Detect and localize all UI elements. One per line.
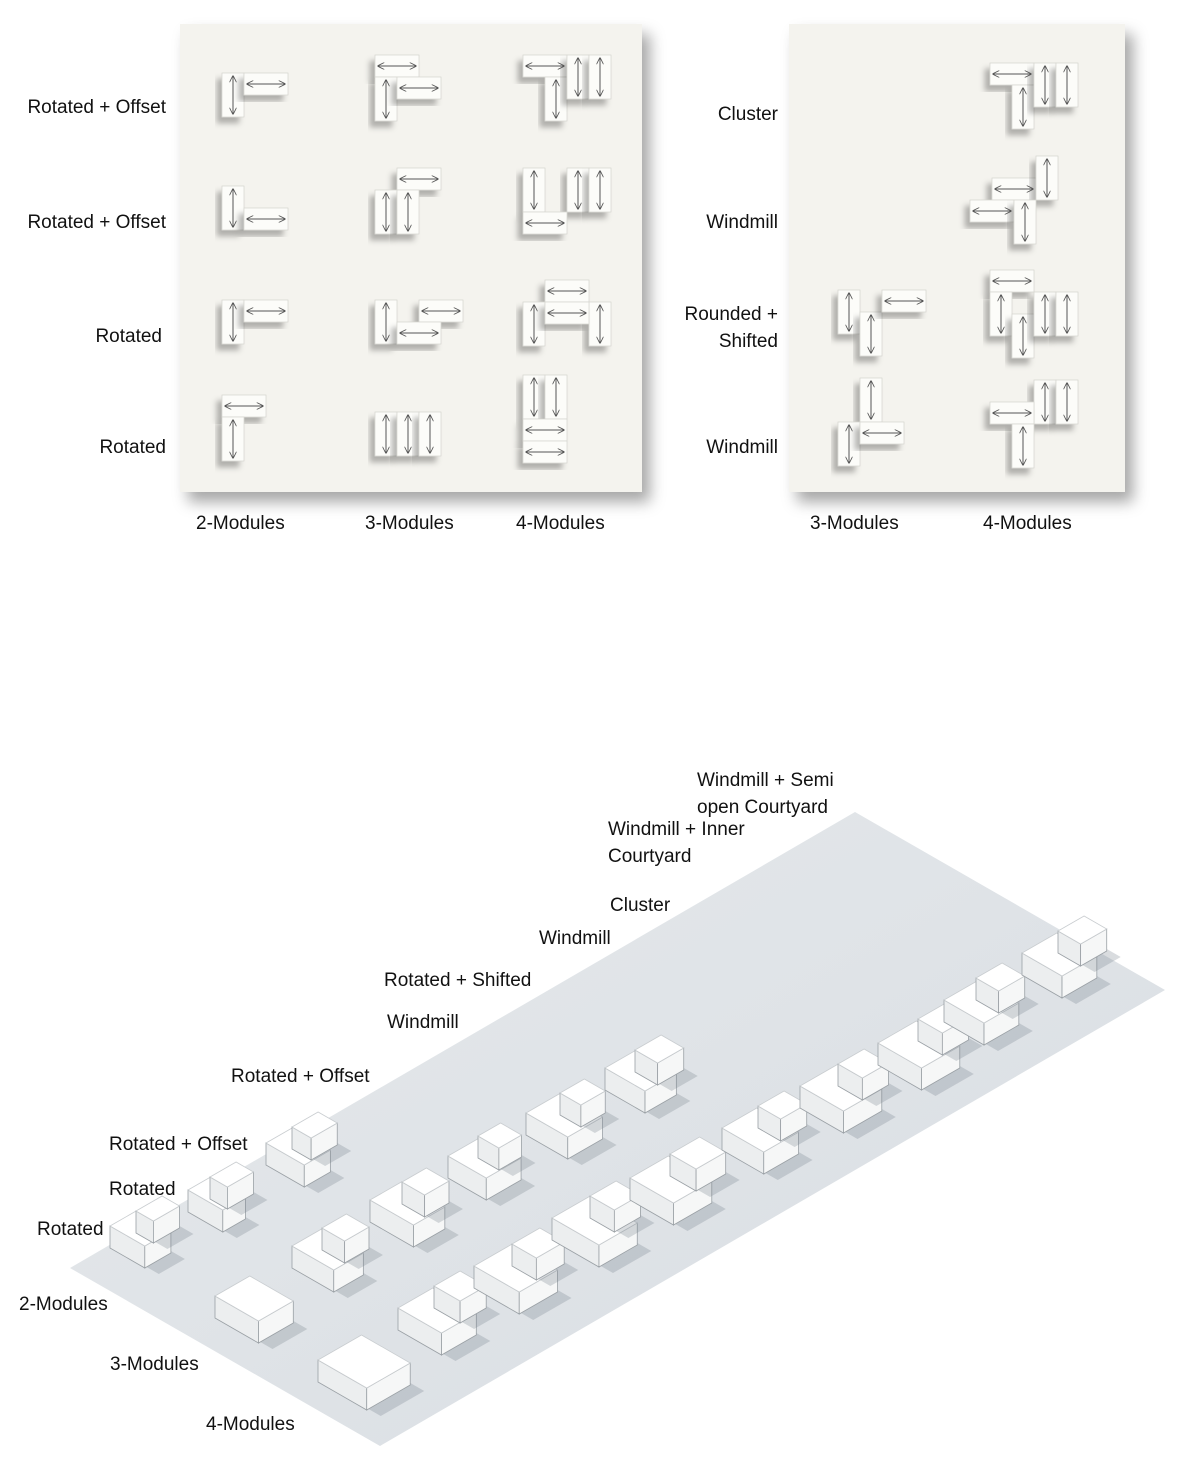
axo-module-label: 4-Modules [206,1414,295,1435]
axo-type-label: Windmill [387,1012,459,1033]
module-plan [221,185,289,231]
row-label: Rounded + Shifted [684,304,779,352]
module-plan [522,54,612,122]
module-plan [989,269,1079,359]
module-plan [522,279,612,347]
row-label: Cluster [717,104,778,125]
axo-module-label: 3-Modules [110,1354,199,1375]
column-label: 4-Modules [516,513,605,534]
axo-building [265,1111,352,1193]
column-label: 3-Modules [365,513,454,534]
axo-type-label: Rotated [109,1179,176,1200]
module-plan [522,374,568,464]
axo-type-label: Rotated + Shifted [384,970,532,991]
module-plan [374,54,442,122]
module-plan [522,167,612,235]
axo-building [1021,915,1121,1004]
axo-building [629,1136,740,1231]
axo-building [943,962,1039,1051]
row-label: Rotated [99,437,166,458]
axo-building [369,1167,463,1253]
axo-building [214,1275,308,1349]
axo-type-label: Rotated [37,1219,104,1240]
axo-building [291,1213,383,1298]
row-label: Rotated [95,326,162,347]
module-plan [837,289,927,357]
module-plan [969,155,1059,245]
ground-plane [70,812,1165,1446]
column-label: 4-Modules [983,513,1072,534]
module-plan [221,394,267,462]
row-label: Rotated + Offset [27,212,166,233]
module-plan [989,62,1079,130]
axo-type-label: Cluster [610,895,671,916]
row-label: Windmill [706,212,778,233]
row-label: Rotated + Offset [27,97,166,118]
axo-type-label: Windmill + Inner Courtyard [608,819,745,867]
module-plan [221,299,289,345]
axo-building [317,1334,425,1416]
axo-building [604,1034,698,1119]
module-plan [989,379,1079,469]
module-plan [221,72,289,118]
axo-building [525,1078,620,1165]
axo-building [799,1048,903,1139]
axo-building [187,1161,268,1238]
row-label: Windmill [706,437,778,458]
axo-building [397,1270,501,1361]
module-plan [374,299,464,345]
axo-building [109,1195,194,1274]
module-plan [374,167,442,235]
column-label: 2-Modules [196,513,285,534]
axo-building [473,1227,579,1320]
axo-type-label: Windmill [539,928,611,949]
module-plan [374,411,442,457]
axo-building [721,1090,821,1180]
column-label: 3-Modules [810,513,899,534]
module-plan-diagrams [221,54,1079,469]
axo-building [447,1122,536,1206]
axo-type-label: Rotated + Offset [231,1066,370,1087]
module-plan [837,377,905,467]
axo-building [551,1180,655,1273]
axo-type-label: Windmill + Semi open Courtyard [697,770,834,818]
axo-type-label: Rotated + Offset [109,1134,248,1155]
axo-module-label: 2-Modules [19,1294,108,1315]
